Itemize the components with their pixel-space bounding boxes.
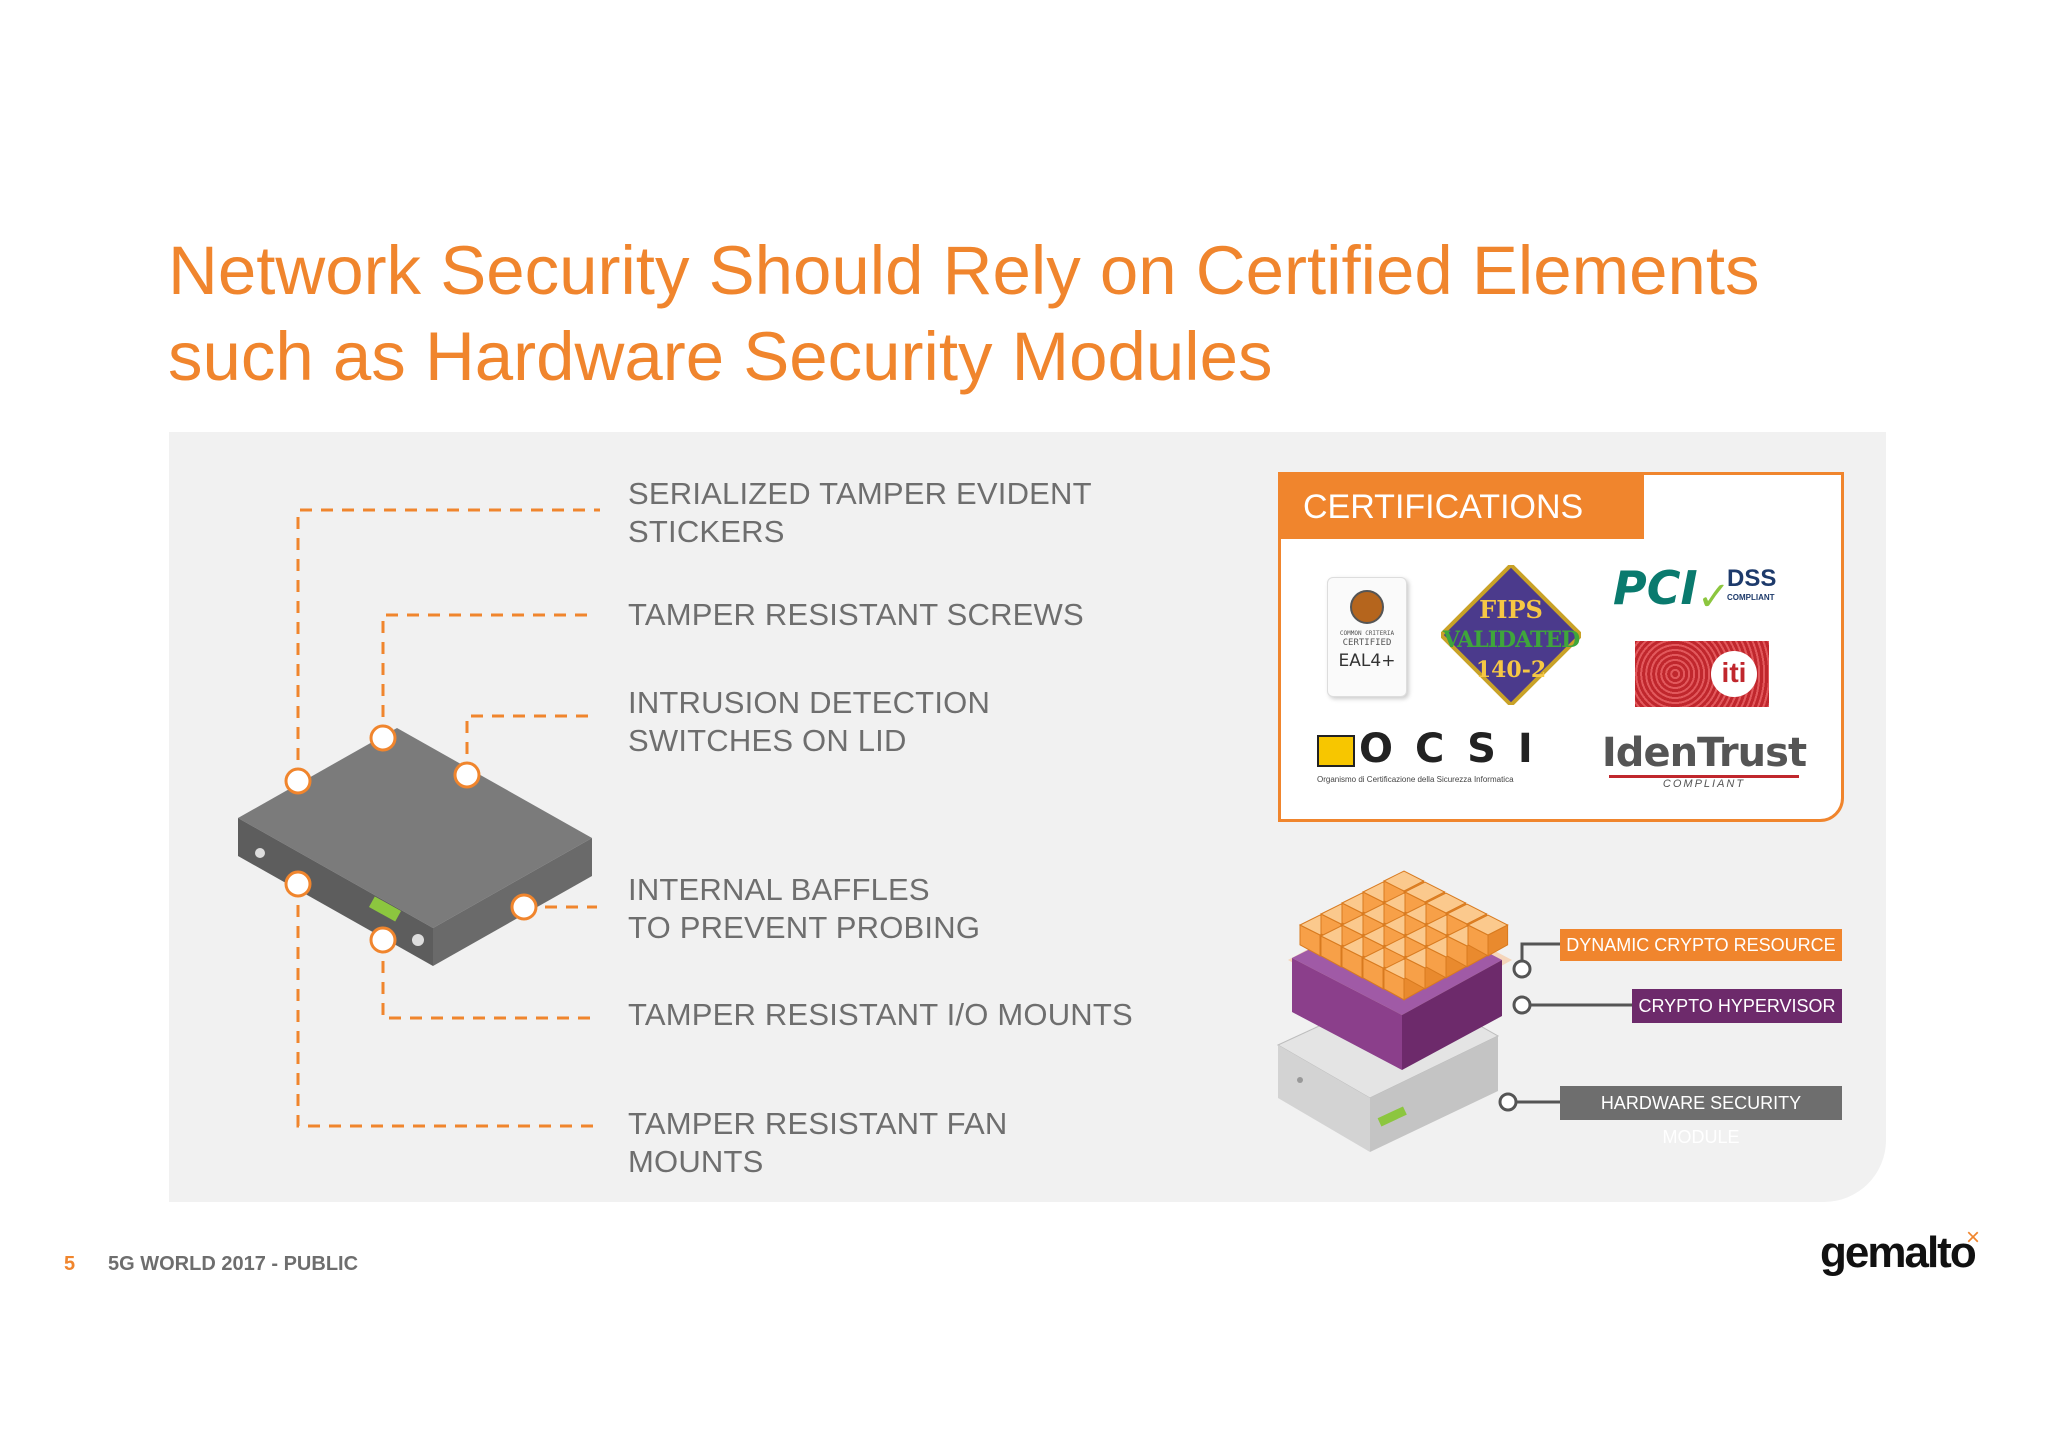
gemalto-mark-icon: × bbox=[1966, 1224, 1981, 1251]
fips-logo: FIPS VALIDATED 140-2 bbox=[1441, 565, 1581, 705]
hardware-security-module-tag: HARDWARE SECURITY MODULE bbox=[1560, 1086, 1842, 1147]
gemalto-logo: gemalto bbox=[1820, 1228, 1977, 1277]
page-title: Network Security Should Rely on Certifie… bbox=[168, 228, 1968, 400]
title-line-2: such as Hardware Security Modules bbox=[168, 318, 1273, 395]
pci-dss-logo: PCI ✓ DSS COMPLIANT bbox=[1613, 561, 1777, 619]
leader-line-fan bbox=[296, 884, 600, 1128]
leader-line-screws bbox=[381, 613, 592, 738]
page-number: 5 bbox=[64, 1253, 76, 1275]
common-criteria-logo: COMMON CRITERIA CERTIFIED EAL4+ bbox=[1327, 577, 1407, 697]
feature-switches: INTRUSION DETECTION SWITCHES ON LID bbox=[628, 685, 991, 758]
iti-logo: iti bbox=[1635, 641, 1769, 707]
crypto-cube bbox=[1424, 892, 1467, 914]
leader-line-io bbox=[381, 940, 592, 1020]
identrust-logo: IdenTrust COMPLIANT bbox=[1601, 730, 1807, 790]
title-line-1: Network Security Should Rely on Certifie… bbox=[168, 232, 1760, 309]
certifications-box: CERTIFICATIONS COMMON CRITERIA CERTIFIED… bbox=[1278, 472, 1844, 822]
feature-io-mounts: TAMPER RESISTANT I/O MOUNTS bbox=[628, 997, 1133, 1032]
footer-text: 5G WORLD 2017 - PUBLIC bbox=[108, 1253, 359, 1275]
feature-fan-mounts: TAMPER RESISTANT FAN MOUNTS bbox=[628, 1106, 1008, 1179]
leader-lines bbox=[296, 508, 600, 1128]
crypto-hypervisor-tag: CRYPTO HYPERVISOR bbox=[1632, 989, 1842, 1023]
callout-circles bbox=[284, 724, 538, 954]
crypto-cubes-illustration bbox=[1298, 870, 1509, 1001]
crypto-cube bbox=[1403, 881, 1446, 903]
ocsi-logo: OCSI Organismo di Certificazione della S… bbox=[1317, 726, 1555, 784]
certifications-heading: CERTIFICATIONS bbox=[1281, 475, 1644, 539]
crypto-cube bbox=[1466, 914, 1509, 936]
dynamic-crypto-resource-tag: DYNAMIC CRYPTO RESOURCE bbox=[1560, 929, 1842, 961]
connector-dots bbox=[1498, 959, 1532, 1112]
crypto-cube bbox=[1382, 870, 1425, 892]
leader-line-stickers bbox=[296, 508, 600, 781]
check-icon: ✓ bbox=[1697, 575, 1731, 619]
crypto-cube bbox=[1445, 903, 1488, 925]
feature-baffles: INTERNAL BAFFLES TO PREVENT PROBING bbox=[628, 872, 981, 945]
feature-stickers: SERIALIZED TAMPER EVIDENT STICKERS bbox=[628, 476, 1092, 549]
globe-icon bbox=[1350, 590, 1384, 624]
feature-screws: TAMPER RESISTANT SCREWS bbox=[628, 597, 1084, 632]
